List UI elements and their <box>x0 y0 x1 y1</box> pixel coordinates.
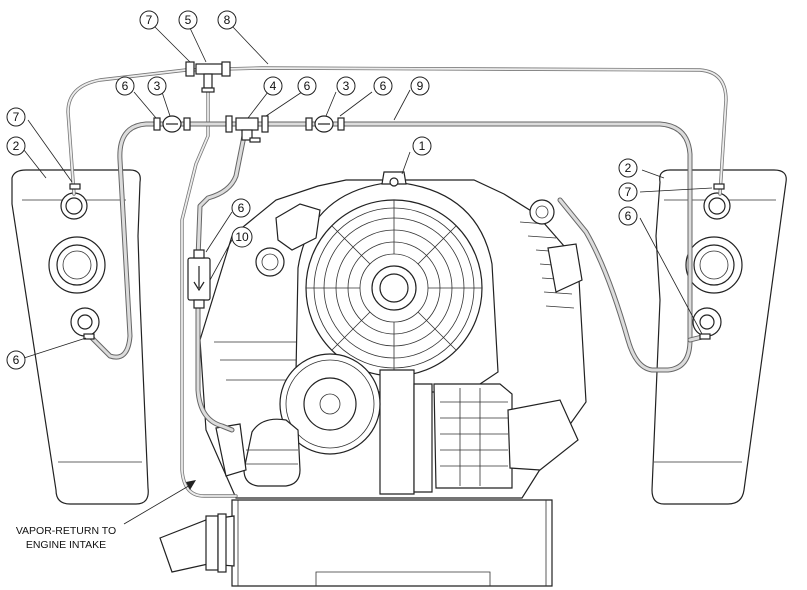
shutoff-valve-3-left <box>153 115 191 133</box>
note-line-2: ENGINE INTAKE <box>26 539 106 551</box>
callout-label: 9 <box>417 79 424 93</box>
tee-fitting-4 <box>225 115 269 143</box>
vapor-return-hose <box>180 80 238 498</box>
callout-label: 1 <box>419 139 426 153</box>
tee-fitting-5 <box>185 61 231 93</box>
callout-label: 7 <box>146 13 153 27</box>
right-fuel-tank <box>651 169 787 505</box>
right-tank-fuel-cap <box>685 236 743 294</box>
callout-label: 3 <box>343 79 350 93</box>
air-cleaner <box>279 353 381 455</box>
right-tank-outlet-fitting <box>692 307 722 337</box>
callout-label: 6 <box>122 79 129 93</box>
left-fuel-tank <box>11 169 149 505</box>
callout-6-right: 6 <box>618 206 638 226</box>
note-line-1: VAPOR-RETURN TO <box>16 525 116 537</box>
callout-label: 6 <box>380 79 387 93</box>
left-tank-outlet-fitting <box>70 307 100 337</box>
callout-label: 7 <box>13 110 20 124</box>
callout-label: 6 <box>625 209 632 223</box>
callout-6-filter: 6 <box>231 198 251 218</box>
callout-label: 6 <box>304 79 311 93</box>
callout-7-right: 7 <box>618 182 638 202</box>
callout-2-right: 2 <box>618 158 638 178</box>
callout-6-b: 6 <box>297 76 317 96</box>
callout-6-c: 6 <box>373 76 393 96</box>
shutoff-valve-3-right <box>305 115 345 133</box>
callout-3-b: 3 <box>336 76 356 96</box>
fuel-filter-10 <box>187 249 211 309</box>
callout-label: 2 <box>13 139 20 153</box>
callout-label: 3 <box>154 79 161 93</box>
muffler <box>159 499 553 587</box>
callout-label: 2 <box>625 161 632 175</box>
callout-2-left: 2 <box>6 136 26 156</box>
left-tank-vent-fitting <box>60 192 88 220</box>
left-tank-fuel-cap <box>48 236 106 294</box>
callout-1: 1 <box>412 136 432 156</box>
fuel-hose-9 <box>87 121 709 433</box>
callout-10: 10 <box>231 226 253 248</box>
callout-7-top: 7 <box>139 10 159 30</box>
hose-clamps <box>69 183 725 340</box>
vapor-return-note: VAPOR-RETURN TO ENGINE INTAKE <box>16 525 116 551</box>
callout-6-a: 6 <box>115 76 135 96</box>
callout-label: 5 <box>185 13 192 27</box>
right-tank-vent-fitting <box>703 192 731 220</box>
callout-9: 9 <box>410 76 430 96</box>
engine <box>159 171 587 587</box>
callout-label: 6 <box>13 353 20 367</box>
callout-label: 6 <box>238 201 245 215</box>
callout-8: 8 <box>217 10 237 30</box>
callout-label: 7 <box>625 185 632 199</box>
callout-label: 4 <box>270 79 277 93</box>
callout-5: 5 <box>178 10 198 30</box>
callout-label: 10 <box>235 230 249 244</box>
leader-lines <box>23 25 713 525</box>
callout-label: 8 <box>224 13 231 27</box>
callout-7-left: 7 <box>6 107 26 127</box>
callout-3-a: 3 <box>147 76 167 96</box>
callout-6-left: 6 <box>6 350 26 370</box>
callout-4: 4 <box>263 76 283 96</box>
